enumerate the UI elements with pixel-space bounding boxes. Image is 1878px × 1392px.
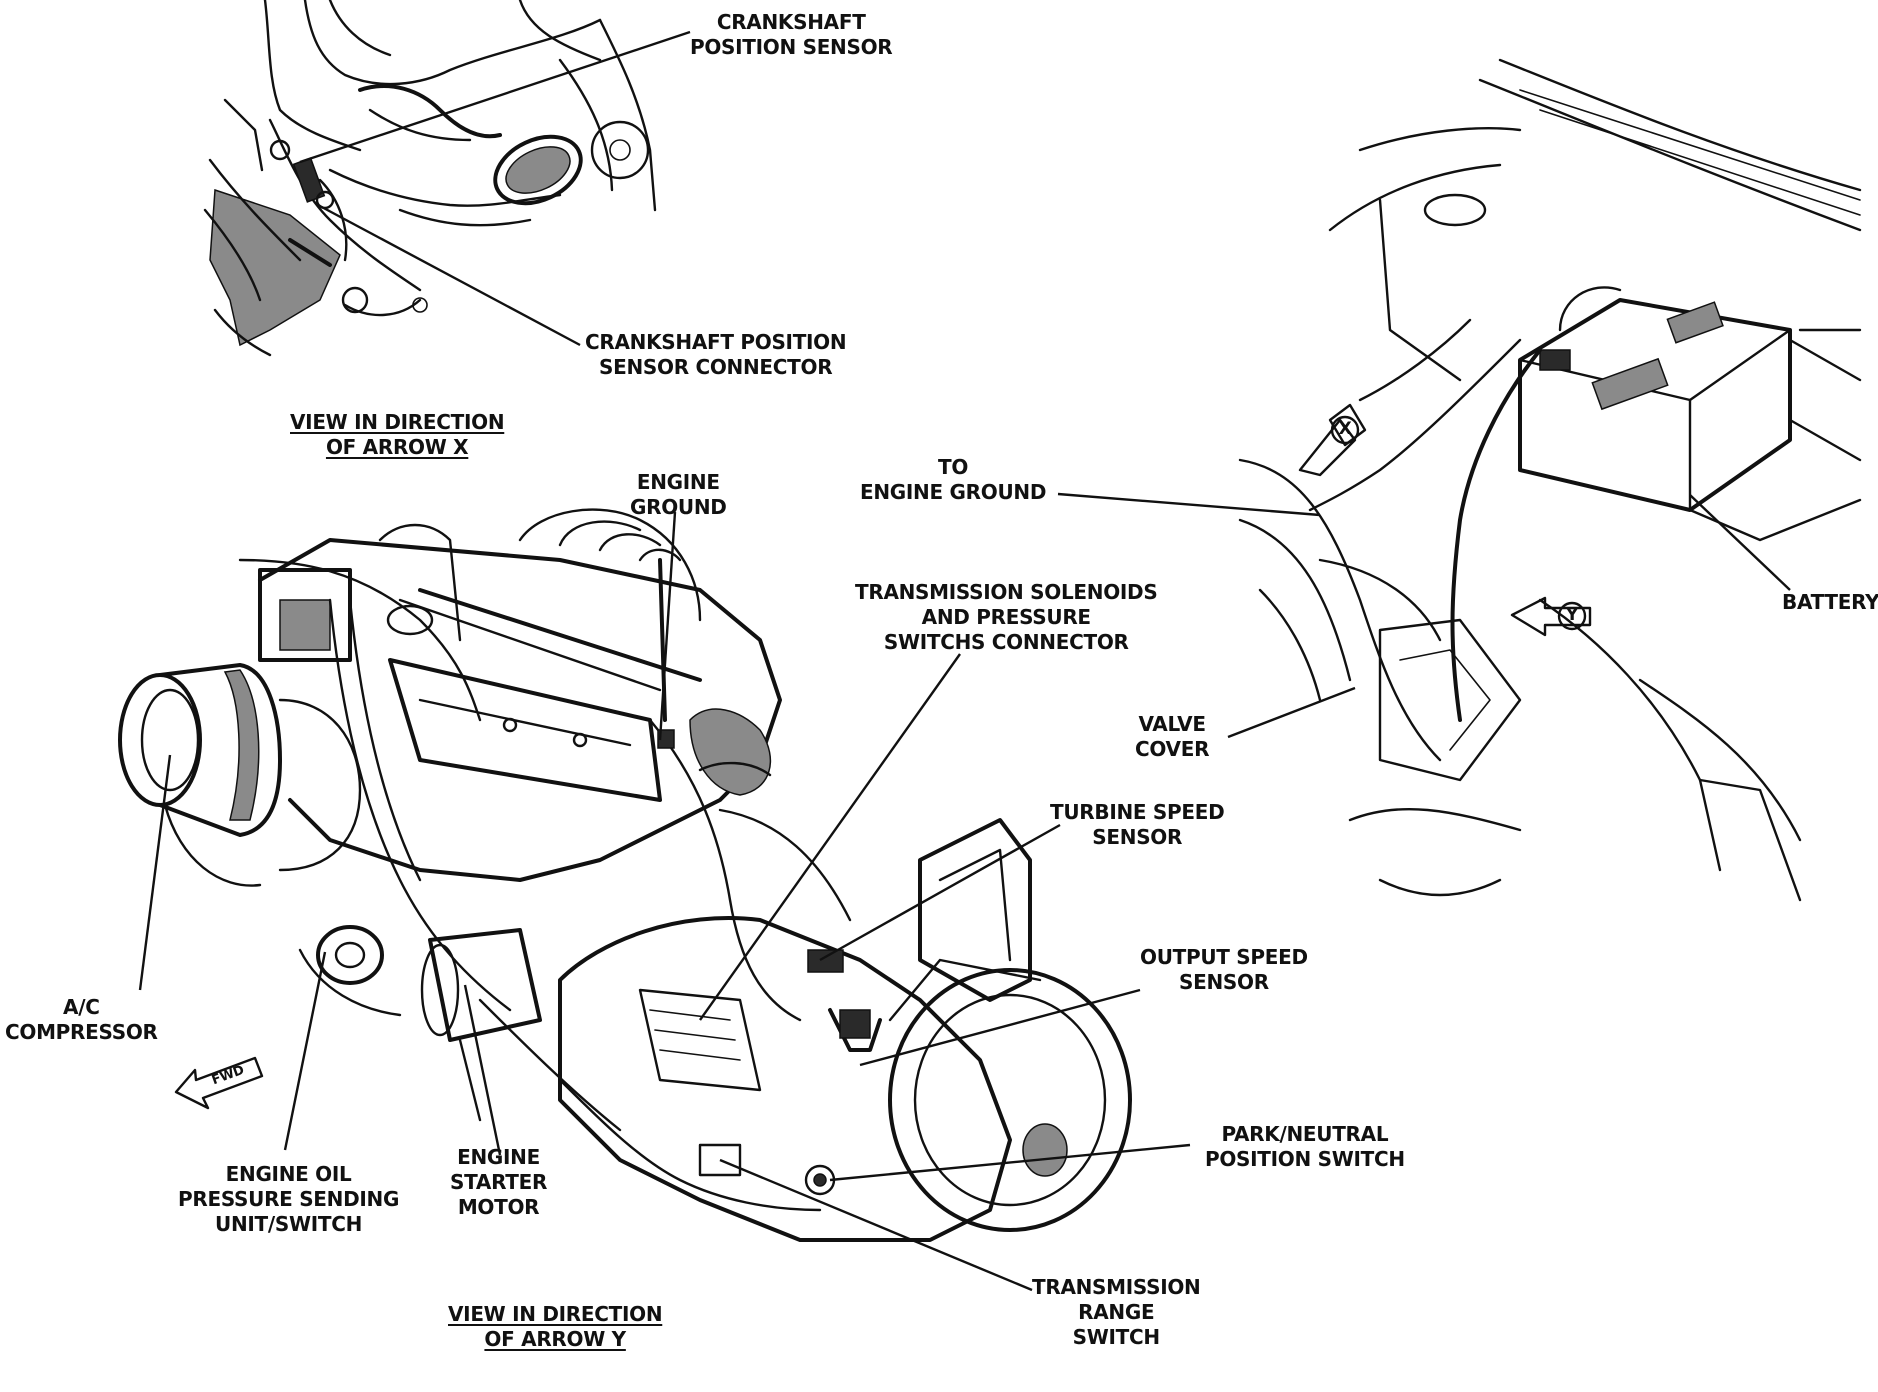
leader-output-speed: [859, 988, 1141, 1067]
label-engine-oil-pressure-sending-unit: ENGINE OIL PRESSURE SENDING UNIT/SWITCH: [178, 1162, 400, 1236]
caption-view-arrow-x: VIEW IN DIRECTION OF ARROW X: [290, 410, 505, 459]
caption-view-arrow-y: VIEW IN DIRECTION OF ARROW Y: [448, 1302, 663, 1351]
leader-range-switch: [719, 1158, 1033, 1292]
label-transmission-range-switch: TRANSMISSION RANGE SWITCH: [1032, 1275, 1201, 1349]
label-crankshaft-position-sensor-connector: CRANKSHAFT POSITION SENSOR CONNECTOR: [585, 330, 847, 379]
leader-valve-cover: [1227, 686, 1356, 739]
leader-battery: [1689, 494, 1791, 591]
inset-battery-drawing: [1238, 58, 1862, 902]
arrow-x-letter: X: [1338, 419, 1352, 439]
label-turbine-speed-sensor: TURBINE SPEED SENSOR: [1050, 800, 1225, 849]
leader-crankshaft-sensor: [299, 30, 691, 164]
leader-starter: [463, 984, 502, 1156]
label-output-speed-sensor: OUTPUT SPEED SENSOR: [1140, 945, 1308, 994]
label-ac-compressor: A/C COMPRESSOR: [5, 995, 158, 1044]
leader-ac-compressor: [138, 754, 172, 991]
fwd-arrow: [174, 1056, 264, 1110]
leader-crankshaft-connector: [317, 203, 581, 347]
label-transmission-solenoids-connector: TRANSMISSION SOLENOIDS AND PRESSURE SWIT…: [855, 580, 1158, 654]
label-battery: BATTERY: [1782, 590, 1878, 614]
label-park-neutral-position-switch: PARK/NEUTRAL POSITION SWITCH: [1205, 1122, 1405, 1171]
main-view-y-drawing: [118, 508, 1132, 1242]
leader-solenoids: [699, 653, 961, 1021]
leader-park-neutral: [829, 1143, 1191, 1182]
label-to-engine-ground: TO ENGINE GROUND: [860, 455, 1047, 504]
label-engine-ground: ENGINE GROUND: [630, 470, 727, 519]
leader-turbine-speed: [819, 823, 1061, 962]
arrow-x-marker: [1298, 403, 1367, 477]
arrow-y-letter: Y: [1565, 605, 1578, 625]
label-valve-cover: VALVE COVER: [1135, 712, 1210, 761]
leader-oil-pressure: [283, 951, 327, 1151]
leader-to-engine-ground: [1057, 492, 1321, 517]
inset-view-x-drawing: [203, 0, 657, 357]
label-engine-starter-motor: ENGINE STARTER MOTOR: [450, 1145, 548, 1219]
leader-engine-ground: [658, 511, 677, 741]
label-crankshaft-position-sensor: CRANKSHAFT POSITION SENSOR: [690, 10, 893, 59]
arrow-y-marker: [1510, 596, 1592, 637]
